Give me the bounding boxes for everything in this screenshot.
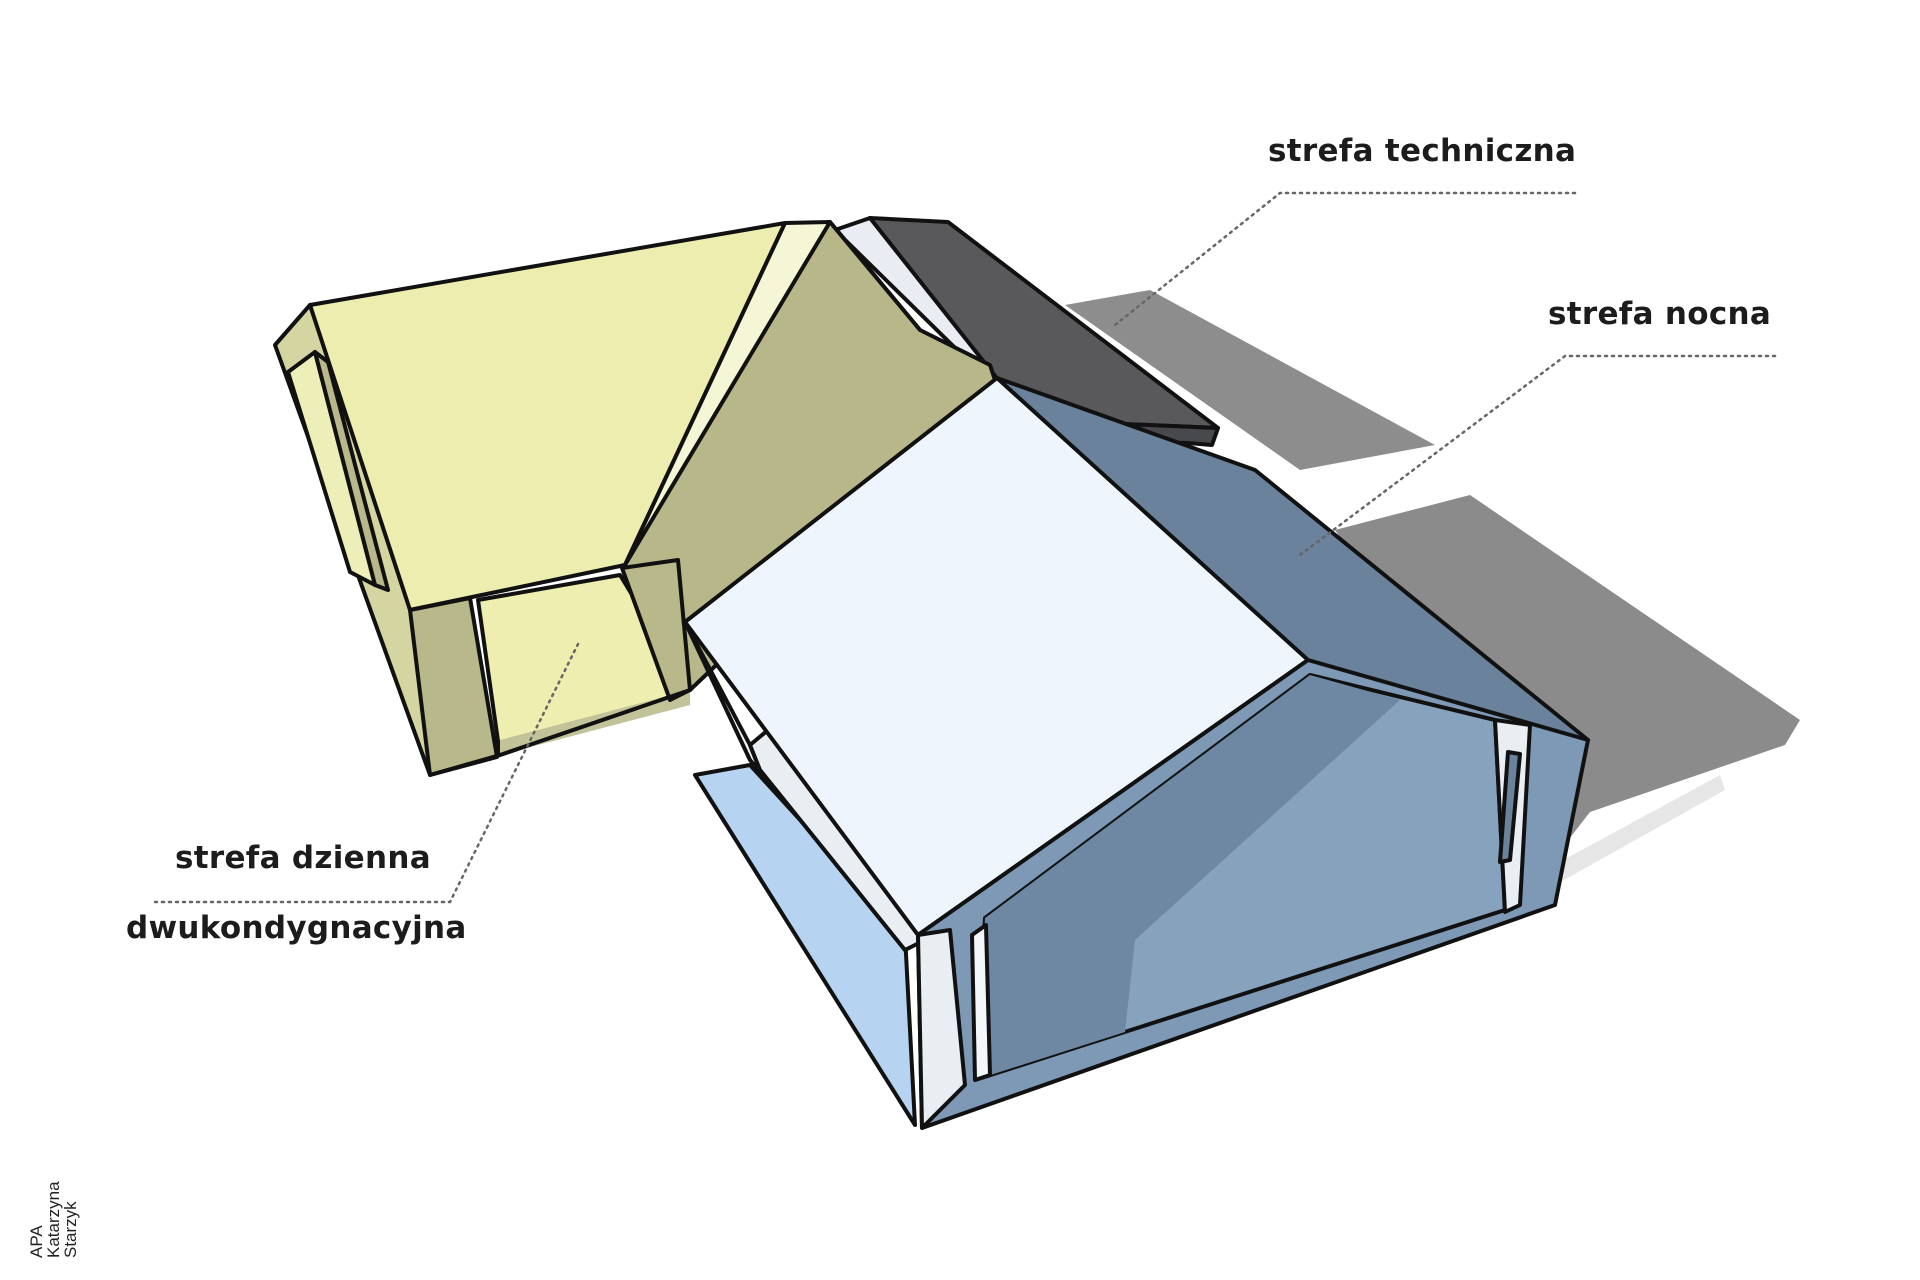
credit-line-first-name: Katarzyna — [45, 1181, 62, 1258]
technical-zone-label: strefa techniczna — [1268, 133, 1576, 169]
author-credit: APA Katarzyna Starzyk — [28, 1181, 79, 1258]
leader-technical — [1115, 193, 1575, 325]
credit-line-last-name: Starzyk — [62, 1181, 79, 1258]
day-zone-label: strefa dzienna — [175, 840, 431, 876]
day-zone-sublabel: dwukondygnacyjna — [126, 910, 467, 946]
credit-line-studio: APA — [28, 1181, 45, 1258]
night-zone-label: strefa nocna — [1548, 296, 1771, 332]
night-zone-left-column-inner — [972, 925, 990, 1080]
